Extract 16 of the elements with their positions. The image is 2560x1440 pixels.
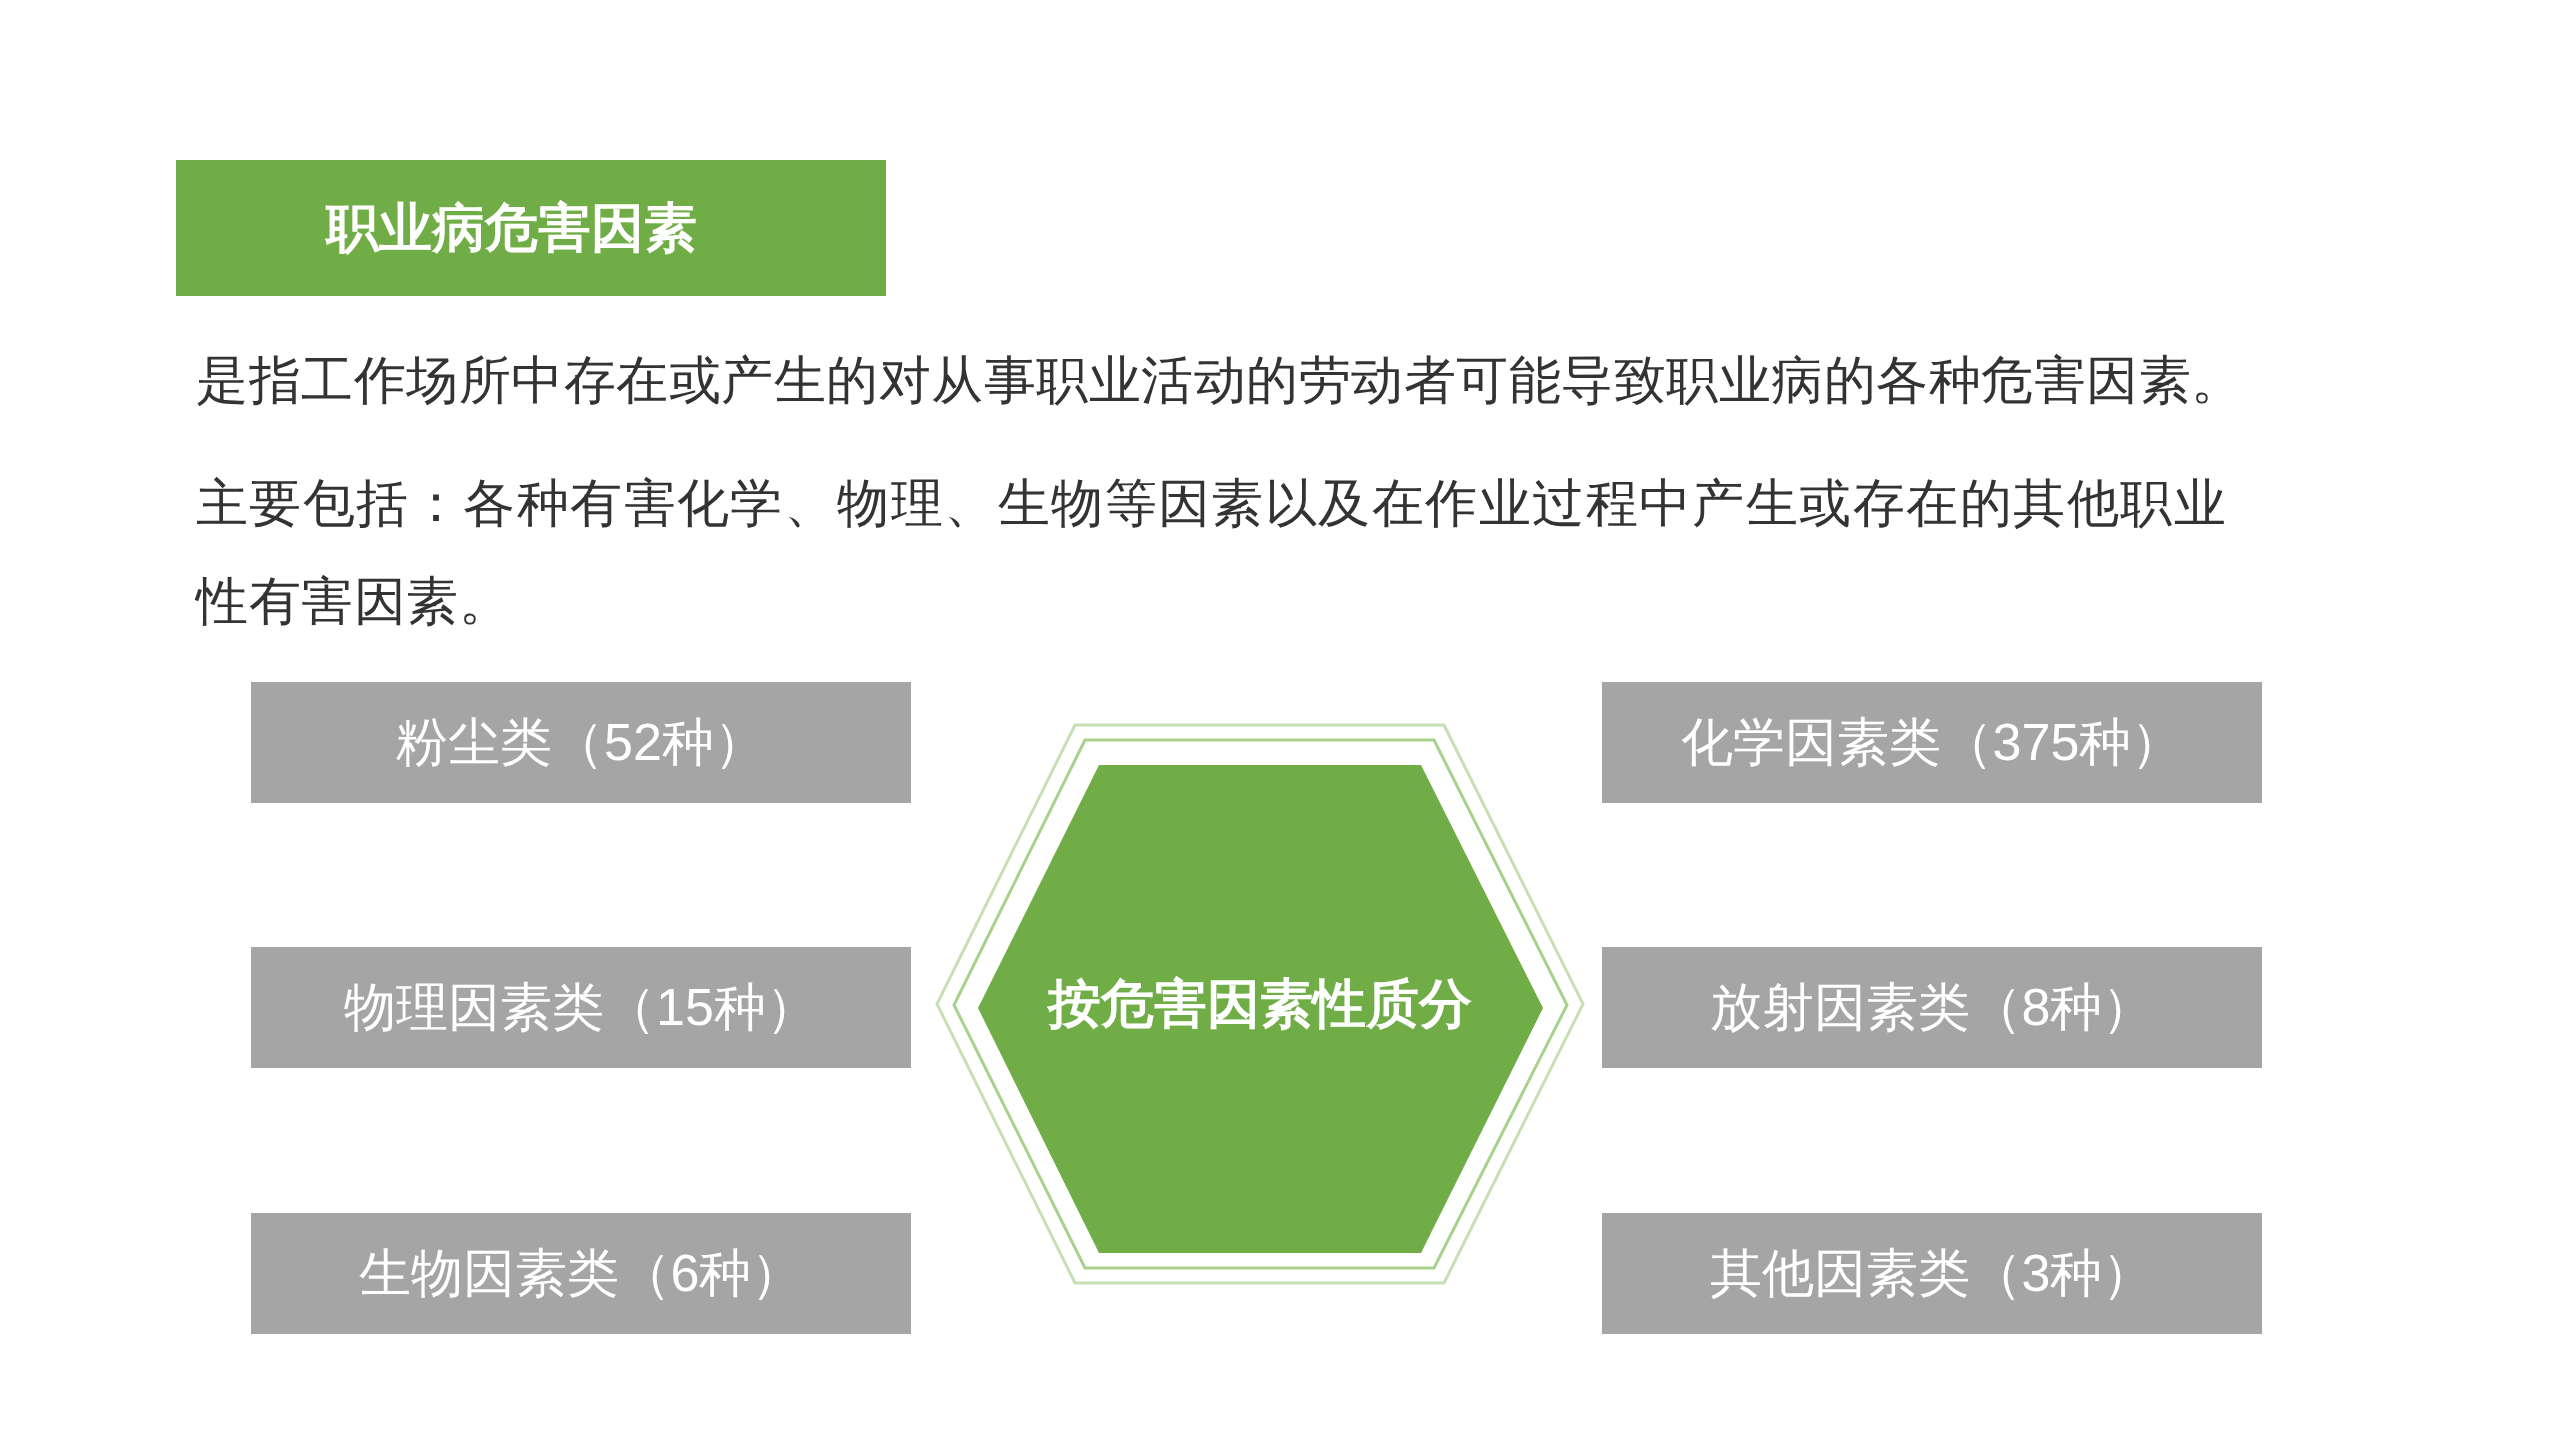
category-box: [251, 947, 911, 1068]
category-box: [1602, 947, 2262, 1068]
category-box: [1602, 682, 2262, 803]
category-box: [251, 682, 911, 803]
category-box: [251, 1213, 911, 1334]
category-box: [1602, 1213, 2262, 1334]
title-text: 职业病危害因素: [325, 197, 697, 260]
hexagon-label: 按危害因素性质分: [1048, 973, 1472, 1036]
category-label: 粉尘类（52种）: [396, 712, 766, 774]
category-label: 物理因素类（15种）: [344, 977, 818, 1039]
category-label: 放射因素类（8种）: [1709, 977, 2155, 1039]
category-label: 其他因素类（3种）: [1709, 1243, 2155, 1305]
description-paragraph: 主要包括：各种有害化学、物理、生物等因素以及在作业过程中产生或存在的其他职业性有害因素。: [196, 473, 2226, 632]
description-paragraph: 是指工作场所中存在或产生的对从事职业活动的劳动者可能导致职业病的各种危害因素。: [196, 350, 2245, 411]
category-label: 生物因素类（6种）: [358, 1243, 804, 1305]
category-label: 化学因素类（375种）: [1680, 712, 2184, 774]
